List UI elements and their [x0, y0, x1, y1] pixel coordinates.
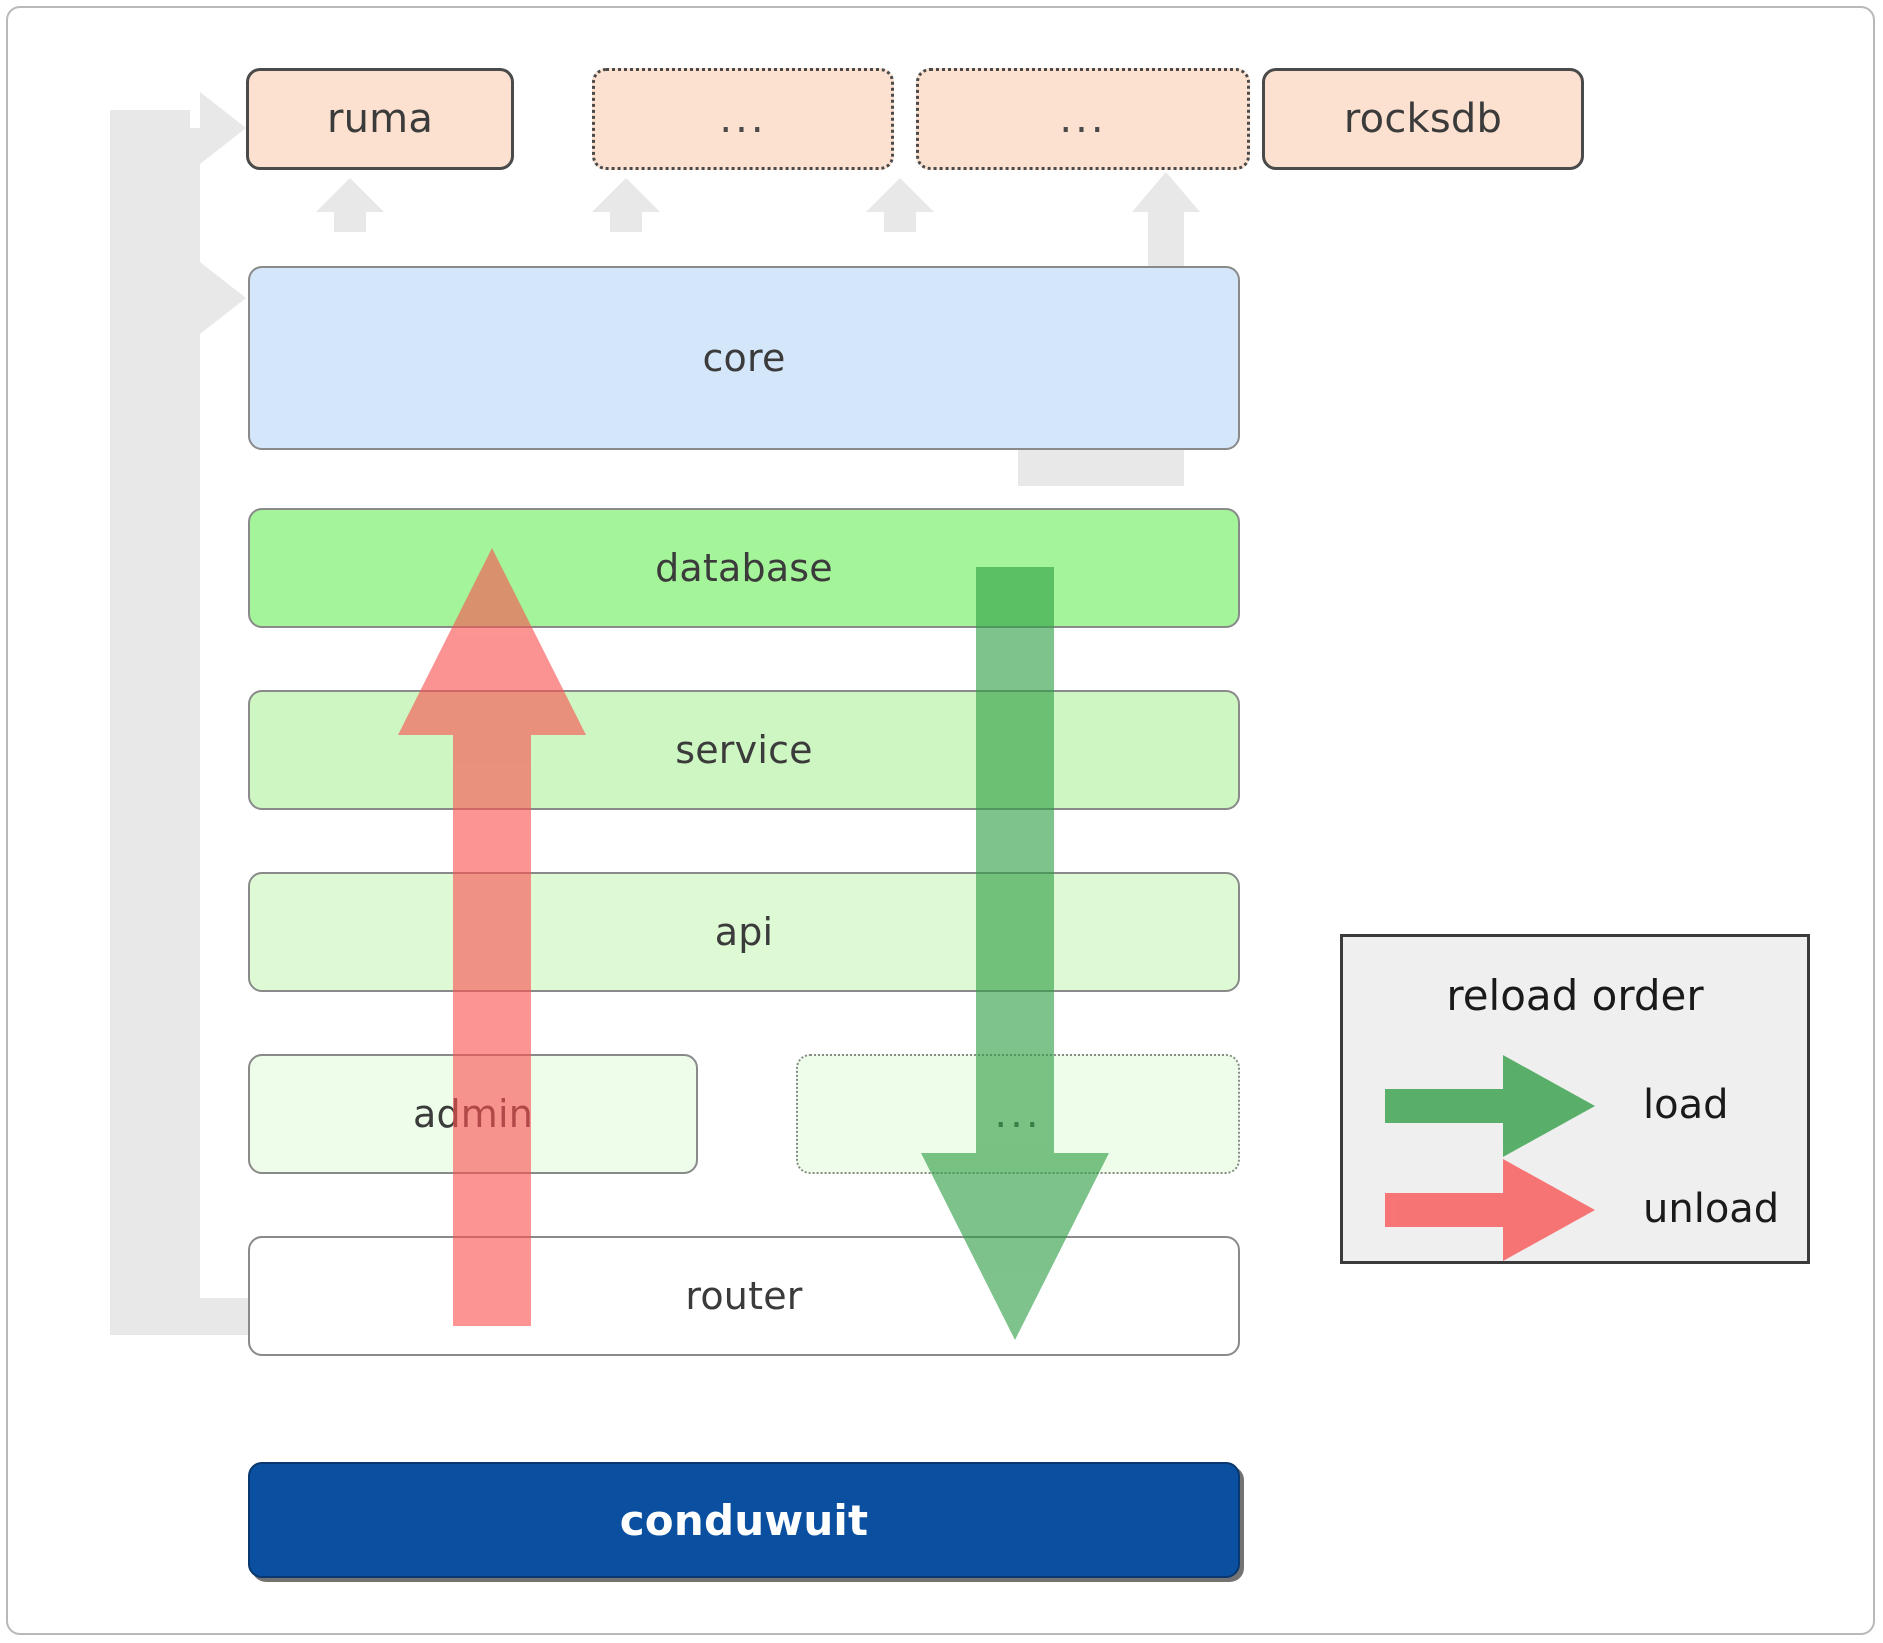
node-label: core: [702, 336, 786, 380]
node-core[interactable]: core: [248, 266, 1240, 450]
diagram-frame: [6, 6, 1875, 1635]
node-lib-placeholder-1[interactable]: ...: [592, 68, 894, 170]
legend-label-unload: unload: [1643, 1186, 1780, 1232]
node-label: admin: [412, 1092, 534, 1136]
node-database[interactable]: database: [248, 508, 1240, 628]
node-label: api: [714, 910, 774, 954]
node-api[interactable]: api: [248, 872, 1240, 992]
node-ruma[interactable]: ruma: [246, 68, 514, 170]
node-lib-placeholder-2[interactable]: ...: [916, 68, 1250, 170]
legend-title: reload order: [1446, 971, 1704, 1020]
legend-arrow-graphics: [1385, 1055, 1595, 1261]
legend-panel: reload order load unload: [1340, 934, 1810, 1264]
node-label: router: [685, 1274, 803, 1318]
legend-label-load: load: [1643, 1082, 1729, 1128]
node-label: ruma: [326, 96, 434, 142]
node-admin[interactable]: admin: [248, 1054, 698, 1174]
node-label: rocksdb: [1343, 96, 1503, 142]
node-label: ...: [1059, 96, 1107, 142]
node-conduwuit[interactable]: conduwuit: [248, 1462, 1240, 1578]
node-label: conduwuit: [619, 1495, 869, 1545]
node-rocksdb[interactable]: rocksdb: [1262, 68, 1584, 170]
node-label: ...: [719, 96, 767, 142]
node-label: service: [675, 728, 813, 772]
node-service[interactable]: service: [248, 690, 1240, 810]
legend-load-arrow: [1385, 1055, 1595, 1157]
node-label: database: [655, 546, 833, 590]
legend-unload-arrow: [1385, 1159, 1595, 1261]
node-label: ...: [994, 1091, 1042, 1137]
node-layer-placeholder[interactable]: ...: [796, 1054, 1240, 1174]
node-router[interactable]: router: [248, 1236, 1240, 1356]
